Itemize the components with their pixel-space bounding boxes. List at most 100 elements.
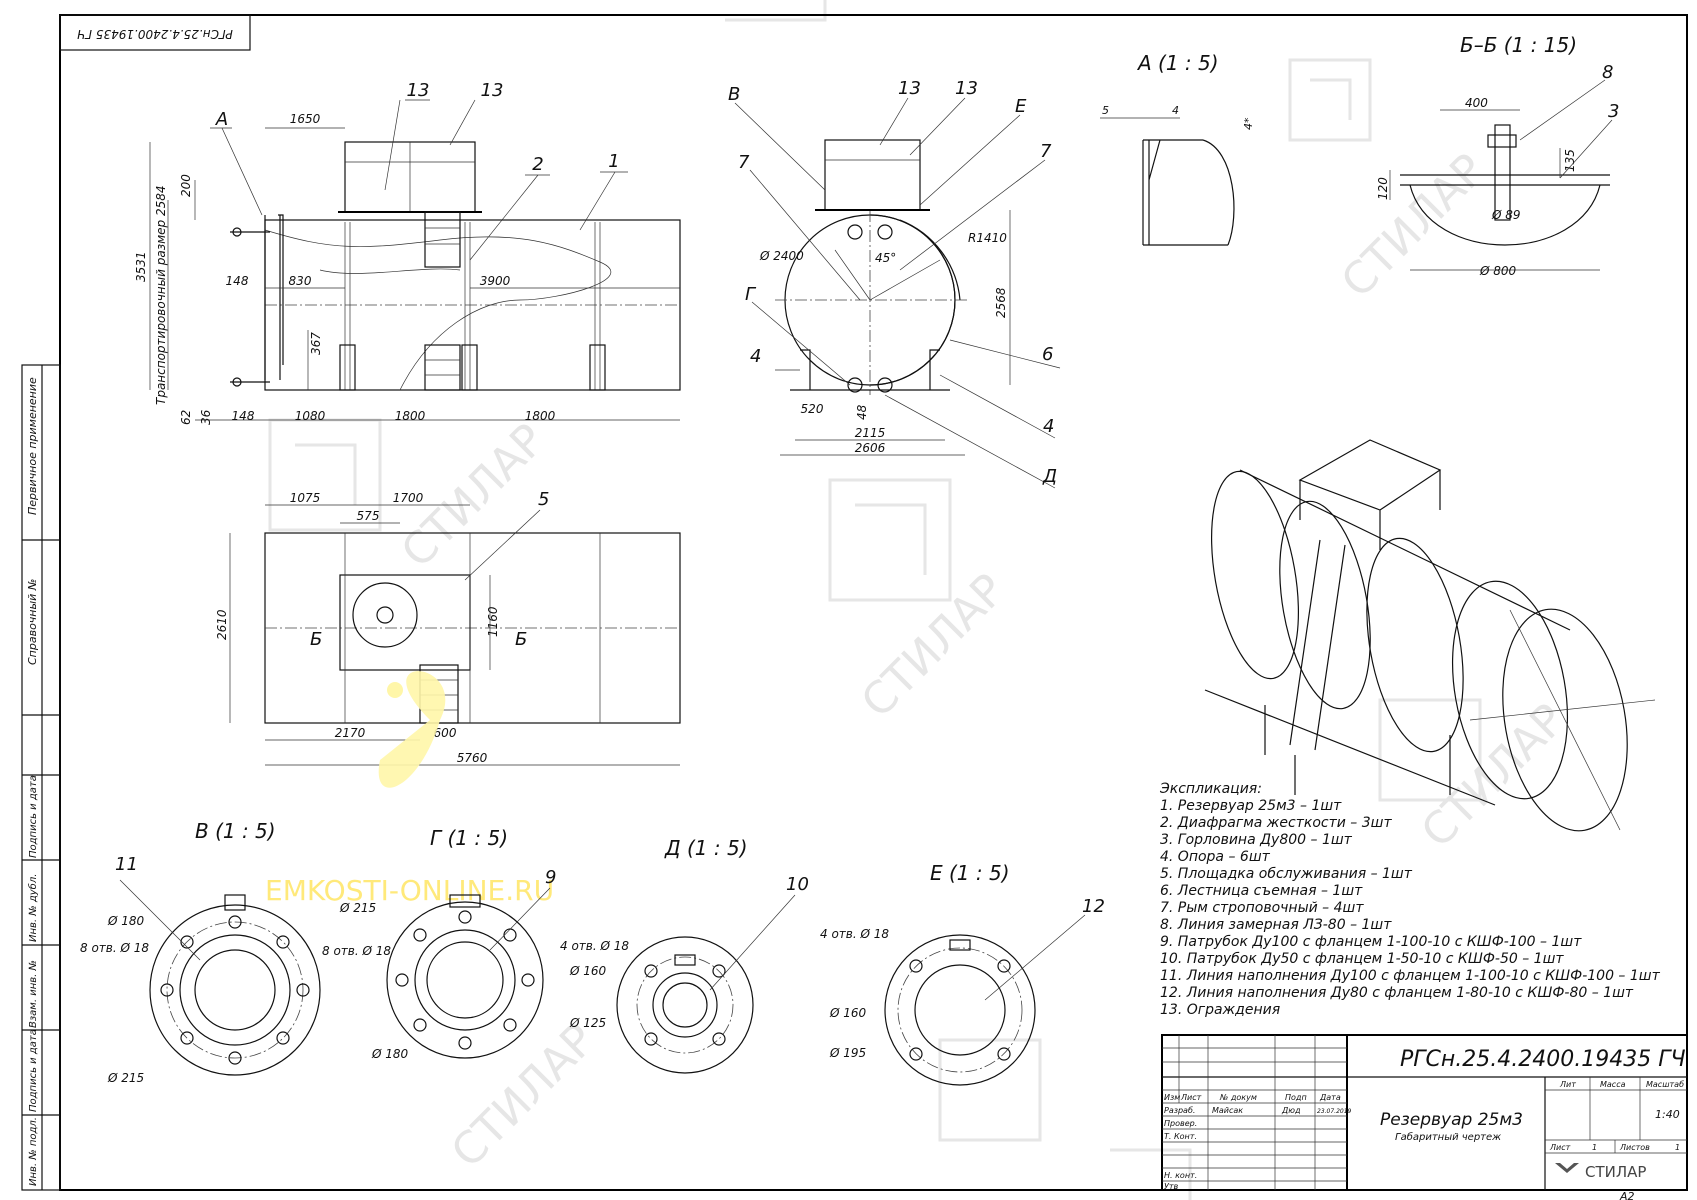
- label-primary-use: Первичное применение: [26, 377, 39, 515]
- title-detail-G: Г (1 : 5): [430, 826, 508, 850]
- dim-D-holes: 4 отв. Ø 18: [560, 939, 629, 953]
- callout-12: 12: [1082, 896, 1105, 917]
- callout-3: 3: [1608, 101, 1619, 122]
- top-stamp-text: РГСн.25.4.2400.19435 ГЧ: [77, 27, 233, 41]
- watermark-brand-2: СТИЛАР: [1332, 144, 1496, 308]
- dim-E-d160: Ø 160: [829, 1006, 867, 1020]
- col-sign: Подп: [1285, 1093, 1307, 1102]
- dim-148-bottom: 148: [232, 409, 255, 423]
- dim-45deg: 45°: [875, 251, 896, 265]
- dim-2115: 2115: [855, 426, 886, 440]
- explication-item: 1. Резервуар 25м3 – 1шт: [1160, 798, 1342, 814]
- dim-A-5: 5: [1102, 104, 1109, 117]
- col-docnum: № докум: [1219, 1093, 1257, 1102]
- end-view: Ø 2400 R1410 45° 2568 520 48 2115 2606 В…: [728, 78, 1061, 489]
- dim-r1410: R1410: [968, 231, 1007, 245]
- site-watermark: EMKOSTI-ONLINE.RU: [265, 671, 554, 907]
- dim-600: 600: [434, 726, 457, 740]
- explication-item: 4. Опора – 6шт: [1160, 849, 1271, 865]
- dim-BB-d800: Ø 800: [1479, 264, 1517, 278]
- label-sign-date-2: Подпись и дата: [28, 1029, 39, 1112]
- detail-BB: Б–Б (1 : 15) 400 135 120 Ø 89 Ø 800 8 3: [1376, 33, 1619, 278]
- col-list: Лист: [1180, 1093, 1202, 1102]
- dim-2568: 2568: [994, 287, 1008, 318]
- title-name: Резервуар 25м3: [1380, 1110, 1523, 1130]
- dim-V-d215: Ø 215: [107, 1071, 144, 1085]
- top-stamp-box: [59, 14, 251, 51]
- detail-E: Е (1 : 5) 12 4 отв. Ø 18 Ø 160 Ø 195: [820, 861, 1105, 1086]
- callout-E: Е: [1015, 96, 1027, 117]
- title-subtitle: Габаритный чертеж: [1395, 1131, 1501, 1143]
- explication: Экспликация: 1. Резервуар 25м3 – 1шт 2. …: [1159, 781, 1661, 1018]
- dim-A-4star: 4*: [1242, 117, 1255, 130]
- row-utv: Утв: [1164, 1182, 1179, 1191]
- callout-13-a: 13: [407, 80, 430, 101]
- dim-1800-a: 1800: [395, 409, 426, 423]
- callout-D: Д: [1042, 466, 1057, 487]
- label-lit: Лит: [1559, 1080, 1576, 1089]
- callout-G: Г: [745, 284, 757, 305]
- detail-V: В (1 : 5) 11 Ø 180 8 отв. Ø 18 Ø 215: [80, 819, 321, 1085]
- title-detail-E: Е (1 : 5): [930, 861, 1010, 885]
- explication-item: 10. Патрубок Ду50 с фланцем 1-50-10 с КШ…: [1160, 951, 1564, 967]
- dim-V-d180: Ø 180: [107, 914, 145, 928]
- dim-575: 575: [357, 509, 380, 523]
- value-scale: 1:40: [1655, 1108, 1680, 1121]
- dim-G-holes: 8 отв. Ø 18: [322, 944, 391, 958]
- signature-mark: Дюд: [1281, 1106, 1301, 1115]
- explication-item: 5. Площадка обслуживания – 1шт: [1160, 866, 1413, 882]
- dim-BB-400: 400: [1465, 96, 1488, 110]
- author: Майсак: [1212, 1106, 1243, 1115]
- row-prover: Провер.: [1164, 1119, 1197, 1128]
- explication-item: 6. Лестница съемная – 1шт: [1160, 883, 1363, 899]
- callout-9: 9: [545, 867, 556, 888]
- title-doc-code: РГСн.25.4.2400.19435 ГЧ: [1400, 1047, 1686, 1072]
- front-view: 1650 200 3531 Транспортировочный размер …: [134, 80, 681, 425]
- explication-item: 3. Горловина Ду800 – 1шт: [1160, 832, 1353, 848]
- dim-G-d215: Ø 215: [339, 901, 376, 915]
- row-nkont: Н. конт.: [1164, 1171, 1197, 1180]
- watermark-brand-1: СТИЛАР: [852, 564, 1016, 728]
- explication-item: 12. Линия наполнения Ду80 с фланцем 1-80…: [1160, 985, 1634, 1001]
- label-inv-orig: Инв. № подл.: [28, 1117, 39, 1186]
- callout-4-right: 4: [1043, 416, 1054, 437]
- value-sheets: 1: [1675, 1143, 1680, 1152]
- dim-BB-135: 135: [1563, 149, 1577, 172]
- callout-5: 5: [538, 489, 549, 510]
- callout-6: 6: [1042, 344, 1053, 365]
- dim-3900: 3900: [480, 274, 511, 288]
- explication-item: 13. Ограждения: [1160, 1002, 1280, 1018]
- explication-title: Экспликация:: [1159, 781, 1262, 797]
- left-margin-strip: Первичное применение Справочный № Подпис…: [21, 364, 61, 1191]
- callout-4-left: 4: [750, 346, 761, 367]
- section-mark-B-right: Б: [515, 629, 527, 650]
- label-massa: Масса: [1600, 1080, 1626, 1089]
- date: 23.07.2019: [1317, 1108, 1352, 1115]
- callout-1: 1: [608, 151, 619, 172]
- col-date: Дата: [1319, 1093, 1341, 1102]
- company-name: СТИЛАР: [1585, 1163, 1646, 1181]
- dim-520: 520: [801, 402, 824, 416]
- dim-48: 48: [855, 404, 869, 420]
- callout-13-c: 13: [898, 78, 921, 99]
- dim-1800-b: 1800: [525, 409, 556, 423]
- dim-D-d160: Ø 160: [569, 964, 607, 978]
- dim-1080: 1080: [295, 409, 326, 423]
- title-detail-V: В (1 : 5): [195, 819, 276, 843]
- dim-BB-d89: Ø 89: [1491, 208, 1521, 222]
- label-sign-date-1: Подпись и дата: [28, 775, 39, 858]
- dim-A-4: 4: [1172, 104, 1179, 117]
- format-mark: А2: [1619, 1190, 1635, 1200]
- label-sheet: Лист: [1549, 1143, 1571, 1152]
- callout-10: 10: [786, 874, 809, 895]
- explication-item: 9. Патрубок Ду100 с фланцем 1-100-10 с К…: [1160, 934, 1582, 950]
- dim-D-d125: Ø 125: [569, 1016, 606, 1030]
- title-detail-BB: Б–Б (1 : 15): [1460, 33, 1577, 57]
- dim-5760: 5760: [457, 751, 488, 765]
- label-ref-no: Справочный №: [26, 579, 39, 665]
- top-view: 1075 1700 575 2610 1160 2170 600 5760 5 …: [215, 489, 681, 766]
- callout-13-d: 13: [955, 78, 978, 99]
- detail-A: А (1 : 5) 5 4 4*: [1100, 51, 1255, 246]
- row-razrab: Разраб.: [1164, 1106, 1195, 1115]
- dim-BB-120: 120: [1376, 177, 1390, 200]
